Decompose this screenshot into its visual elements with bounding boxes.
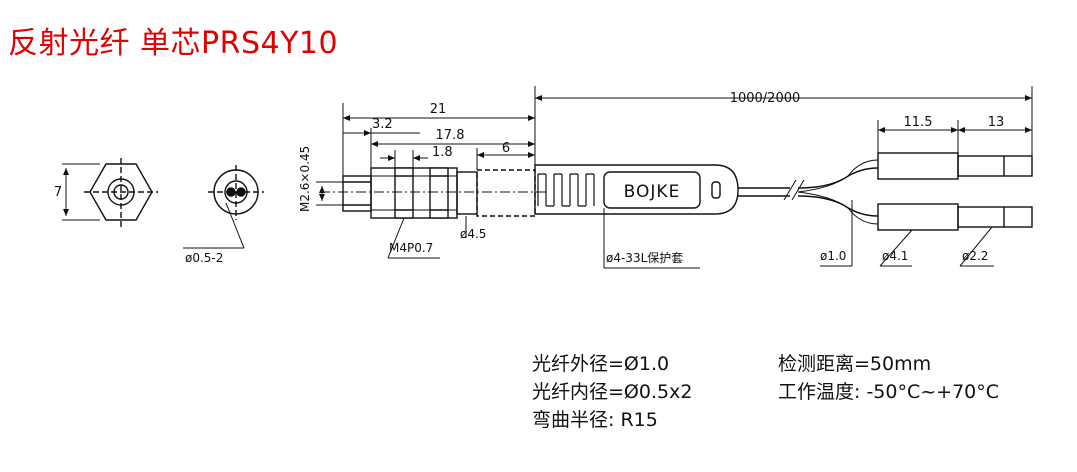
spec-detection-distance: 检测距离=50mm [778,353,932,375]
dim-cable-length: 1000/2000 [730,91,801,106]
label-dia-4-5: ø4.5 [460,227,486,241]
dim-13: 13 [988,115,1005,130]
label-sleeve: ø4-33L保护套 [606,251,683,265]
dim-total-length: 21 [430,102,447,117]
dim-thread-vertical: M2.6×0.45 [298,146,312,212]
dim-hex-size: 7 [54,185,62,200]
fiber-end-lower [877,203,1033,231]
fiber-end-upper [877,152,1033,180]
dim-17-8: 17.8 [436,128,465,143]
specs-left: 光纤外径=Ø1.0 光纤内径=Ø0.5x2 弯曲半径: R15 [532,350,692,434]
spec-bend-radius: 弯曲半径: R15 [532,409,658,431]
cable [738,159,879,225]
label-fiber-1-0: ø1.0 [820,249,846,263]
probe-face-view [183,165,264,249]
dim-1-8: 1.8 [432,145,453,160]
hex-nut-view [62,158,158,227]
probe-side-view [320,164,739,219]
label-fiber-4-1: ø4.1 [882,249,908,263]
dim-6: 6 [502,141,510,156]
dim-3-2: 3.2 [372,117,393,132]
label-hole: ø0.5-2 [185,251,223,265]
dim-11-5: 11.5 [904,115,933,130]
dimension-lines [316,86,1033,269]
label-fiber-2-2: ø2.2 [962,249,988,263]
spec-outer-diameter: 光纤外径=Ø1.0 [532,353,670,375]
label-thread: M4P0.7 [389,241,433,255]
spec-inner-diameter: 光纤内径=Ø0.5x2 [532,381,693,403]
page-title: 反射光纤 单芯PRS4Y10 [8,26,339,61]
brand-label: BOJKE [624,182,681,202]
specs-right: 检测距离=50mm 工作温度: -50°C~+70°C [778,350,999,406]
spec-operating-temperature: 工作温度: -50°C~+70°C [778,381,1000,403]
